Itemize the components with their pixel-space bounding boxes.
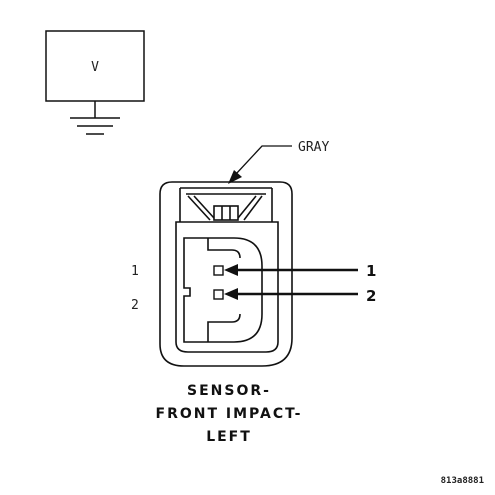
connector-inner-housing [175, 221, 279, 353]
voltmeter-label: V [91, 60, 99, 75]
pin-callout-arrows [224, 264, 358, 300]
connector-body [159, 181, 293, 367]
cavity-label-1: 1 [131, 264, 139, 279]
voltmeter-symbol: V [45, 30, 145, 135]
wire-color-arrowhead [228, 170, 242, 184]
cavity-bottom-key [207, 313, 241, 342]
figure-reference: 813a8881 [441, 476, 484, 486]
cavity-top-key [207, 238, 241, 259]
terminal-2 [213, 289, 224, 300]
wire-color-label: GRAY [298, 140, 329, 155]
component-title-line-1: SENSOR- [187, 383, 271, 399]
terminals [213, 265, 224, 300]
terminal-1 [213, 265, 224, 276]
connector-outer-housing [159, 181, 293, 367]
cavity-outline [183, 237, 263, 343]
pin-1-arrowhead [224, 264, 238, 276]
pin-callout-1: 1 [366, 262, 376, 280]
component-title-line-2: FRONT IMPACT- [156, 406, 303, 422]
wire-color-leader [235, 145, 292, 175]
component-title: SENSOR- FRONT IMPACT- LEFT [156, 383, 303, 445]
wire-color-callout: GRAY [228, 140, 329, 184]
pin-callout-2: 2 [366, 287, 376, 305]
ground-icon [70, 101, 120, 135]
cavity-label-2: 2 [131, 298, 139, 313]
component-title-line-3: LEFT [206, 429, 252, 445]
pin-2-arrowhead [224, 288, 238, 300]
connector-face [183, 237, 263, 343]
